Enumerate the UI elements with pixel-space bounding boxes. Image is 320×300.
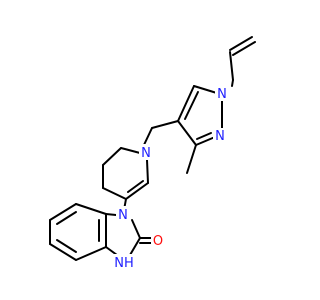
bond-linker-2 xyxy=(142,127,153,148)
bond-im-n1-c7a xyxy=(105,213,117,216)
bond-bz-4-inner xyxy=(56,239,77,253)
bond-thp-n-c2 xyxy=(120,147,141,154)
pyrazole-ring xyxy=(177,85,223,174)
bond-bz-2-inner xyxy=(56,211,77,225)
bond-pz-c5-c4 xyxy=(177,85,195,122)
label-bg-n2 xyxy=(213,128,227,144)
label-bg-n1 xyxy=(215,85,229,101)
imidazolone-ring xyxy=(105,213,153,256)
bond-bz-5 xyxy=(75,246,107,261)
bond-bz-1 xyxy=(75,203,107,215)
bond-thp-c6-n xyxy=(146,159,149,184)
bond-vinyl-double-a xyxy=(229,36,253,51)
atom-n-piperidine: N xyxy=(141,146,151,161)
benzene-ring xyxy=(49,203,107,261)
bond-thp-c4-c5 xyxy=(102,187,127,200)
label-bg-n-bim xyxy=(116,206,130,222)
bond-im-c3a-n3 xyxy=(105,246,118,256)
bond-thp-c5-c6-inner xyxy=(127,180,144,193)
bond-pz-c3-n2-inner xyxy=(196,132,212,140)
label-bg-o xyxy=(151,232,165,248)
label-bg-n-thp xyxy=(139,144,153,160)
bond-im-c2-n1 xyxy=(131,219,141,239)
bond-bz-4 xyxy=(49,243,77,261)
atom-oxygen: O xyxy=(153,234,163,249)
bond-bz-2 xyxy=(49,203,77,221)
bond-pz-c5-c4-inner xyxy=(184,91,199,120)
tetrahydropyridine-ring xyxy=(102,147,149,200)
molecule-canvas: N N N N O NH xyxy=(49,36,256,271)
atom-n-pyrazole-2: N xyxy=(215,129,225,144)
bond-thp-c2-c3 xyxy=(102,147,122,166)
molecule-structure: N N N N O NH xyxy=(49,36,256,271)
atom-n-pyrazole-1: N xyxy=(217,87,227,102)
allyl-group xyxy=(229,36,256,87)
bond-allyl-1 xyxy=(229,51,234,81)
bond-pz-c4-c3 xyxy=(177,120,197,146)
bond-vinyl-double-b xyxy=(232,41,256,56)
bond-linker-1 xyxy=(151,120,179,129)
label-bg-nh xyxy=(113,254,137,270)
bond-im-n3-c2 xyxy=(129,237,141,256)
atom-n-benzimidazole: N xyxy=(118,208,128,223)
atom-labels: N N N N O NH xyxy=(113,85,229,271)
atom-nh: NH xyxy=(114,256,134,271)
bond-thp-c5-c6 xyxy=(125,182,149,200)
bond-methyl xyxy=(186,144,197,174)
bond-pz-c3-n2 xyxy=(195,136,216,146)
bond-allyl-2 xyxy=(231,79,234,87)
